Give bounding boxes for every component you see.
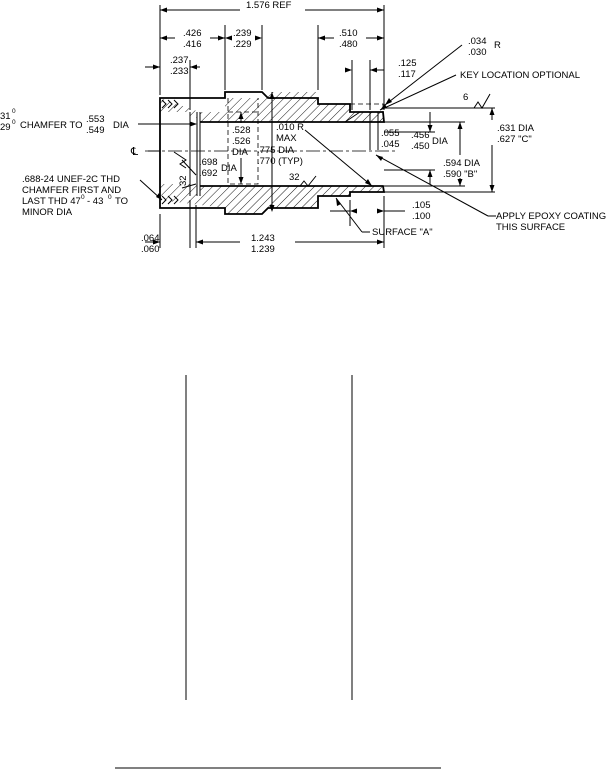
epoxy-note-1: APPLY EPOXY COATING (496, 211, 606, 222)
lead-min: .060 (141, 244, 160, 255)
thread-length-max: .426 (183, 28, 202, 39)
deg-1: 0 (12, 108, 16, 115)
chamfer-text: CHAMFER TO (20, 120, 82, 131)
c-dia-min: .627 "C" (497, 134, 532, 145)
inner-dia-suffix: DIA (221, 163, 238, 174)
bore-len-min: .480 (339, 39, 358, 50)
hidden-key (318, 103, 384, 112)
chamfer-dia-max: .553 (86, 114, 105, 125)
fillet-max: MAX (276, 133, 297, 144)
deg-3: 0 (81, 194, 85, 201)
thread-note-3c: TO (115, 196, 128, 207)
step-min: .117 (398, 69, 416, 80)
groove-width-min: .229 (233, 39, 252, 50)
fillet-r: .010 R (276, 122, 304, 133)
chamfer-dia-suffix: DIA (113, 120, 130, 131)
key-dia-max: .456 (411, 130, 430, 141)
step-dia-max: .055 (381, 128, 400, 139)
bore-len-max: .510 (339, 28, 358, 39)
dimension-lines (138, 5, 496, 248)
finish-6: 6 (463, 92, 468, 103)
length-min: 1.239 (251, 244, 275, 255)
deg-4: 0 (108, 194, 112, 201)
thread-note-4: MINOR DIA (22, 207, 73, 218)
od-typ: .770 (TYP) (257, 156, 303, 167)
epoxy-note-2: THIS SURFACE (496, 222, 565, 233)
lead-max: .064 (141, 233, 160, 244)
face-min: .233 (170, 66, 189, 77)
step-dia-min: .045 (381, 139, 400, 150)
groove-dia-suffix: DIA (232, 147, 249, 158)
groove-width-max: .239 (233, 28, 252, 39)
finish-32-left: 32 (178, 175, 189, 186)
thread-note-1: .688-24 UNEF-2C THD (22, 174, 120, 185)
od-dia: .775 DIA (257, 145, 295, 156)
blank-form-area (115, 375, 441, 769)
thread-note-3: LAST THD 47 (22, 196, 81, 207)
hidden-groove (227, 98, 259, 185)
face-max: .237 (170, 55, 189, 66)
inner-dia-max: .698 (199, 157, 218, 168)
key-dia-suffix: DIA (432, 136, 449, 147)
dimension-labels: 1.576 REF .426 .416 .239 .229 .510 .480 … (0, 0, 606, 255)
inner-dia-min: .692 (199, 168, 218, 179)
chamfer-dia-min: .549 (86, 125, 105, 136)
tail-min: .100 (412, 211, 431, 222)
c-dia-max: .631 DIA (497, 123, 535, 134)
finish-32-bottom: 32 (289, 172, 300, 183)
b-dia-min: .590 "B" (443, 169, 477, 180)
thread-teeth-bottom (161, 195, 179, 205)
thread-length-min: .416 (183, 39, 202, 50)
key-dia-min: .450 (411, 141, 430, 152)
groove-dia-max: .528 (232, 125, 251, 136)
deg-2: 0 (12, 119, 16, 126)
tail-max: .105 (412, 200, 431, 211)
step-max: .125 (398, 58, 417, 69)
key-location-note: KEY LOCATION OPTIONAL (460, 70, 580, 81)
thread-note-2: CHAMFER FIRST AND (22, 185, 121, 196)
overall-ref-label: 1.576 REF (246, 0, 292, 11)
radius-suffix: R (494, 40, 501, 51)
radius-max: .034 (468, 36, 487, 47)
groove-dia-min: .526 (232, 136, 251, 147)
centerline-symbol: ℄ (130, 146, 138, 158)
b-dia-max: .594 DIA (443, 158, 481, 169)
radius-min: .030 (468, 47, 487, 58)
chamfer-angle-max: 31 (0, 111, 11, 122)
chamfer-angle-min: 29 (0, 122, 11, 133)
thread-note-3b: - 43 (87, 196, 103, 207)
thread-teeth-top (161, 99, 179, 109)
surface-a-label: SURFACE "A" (372, 227, 433, 238)
length-max: 1.243 (251, 233, 275, 244)
